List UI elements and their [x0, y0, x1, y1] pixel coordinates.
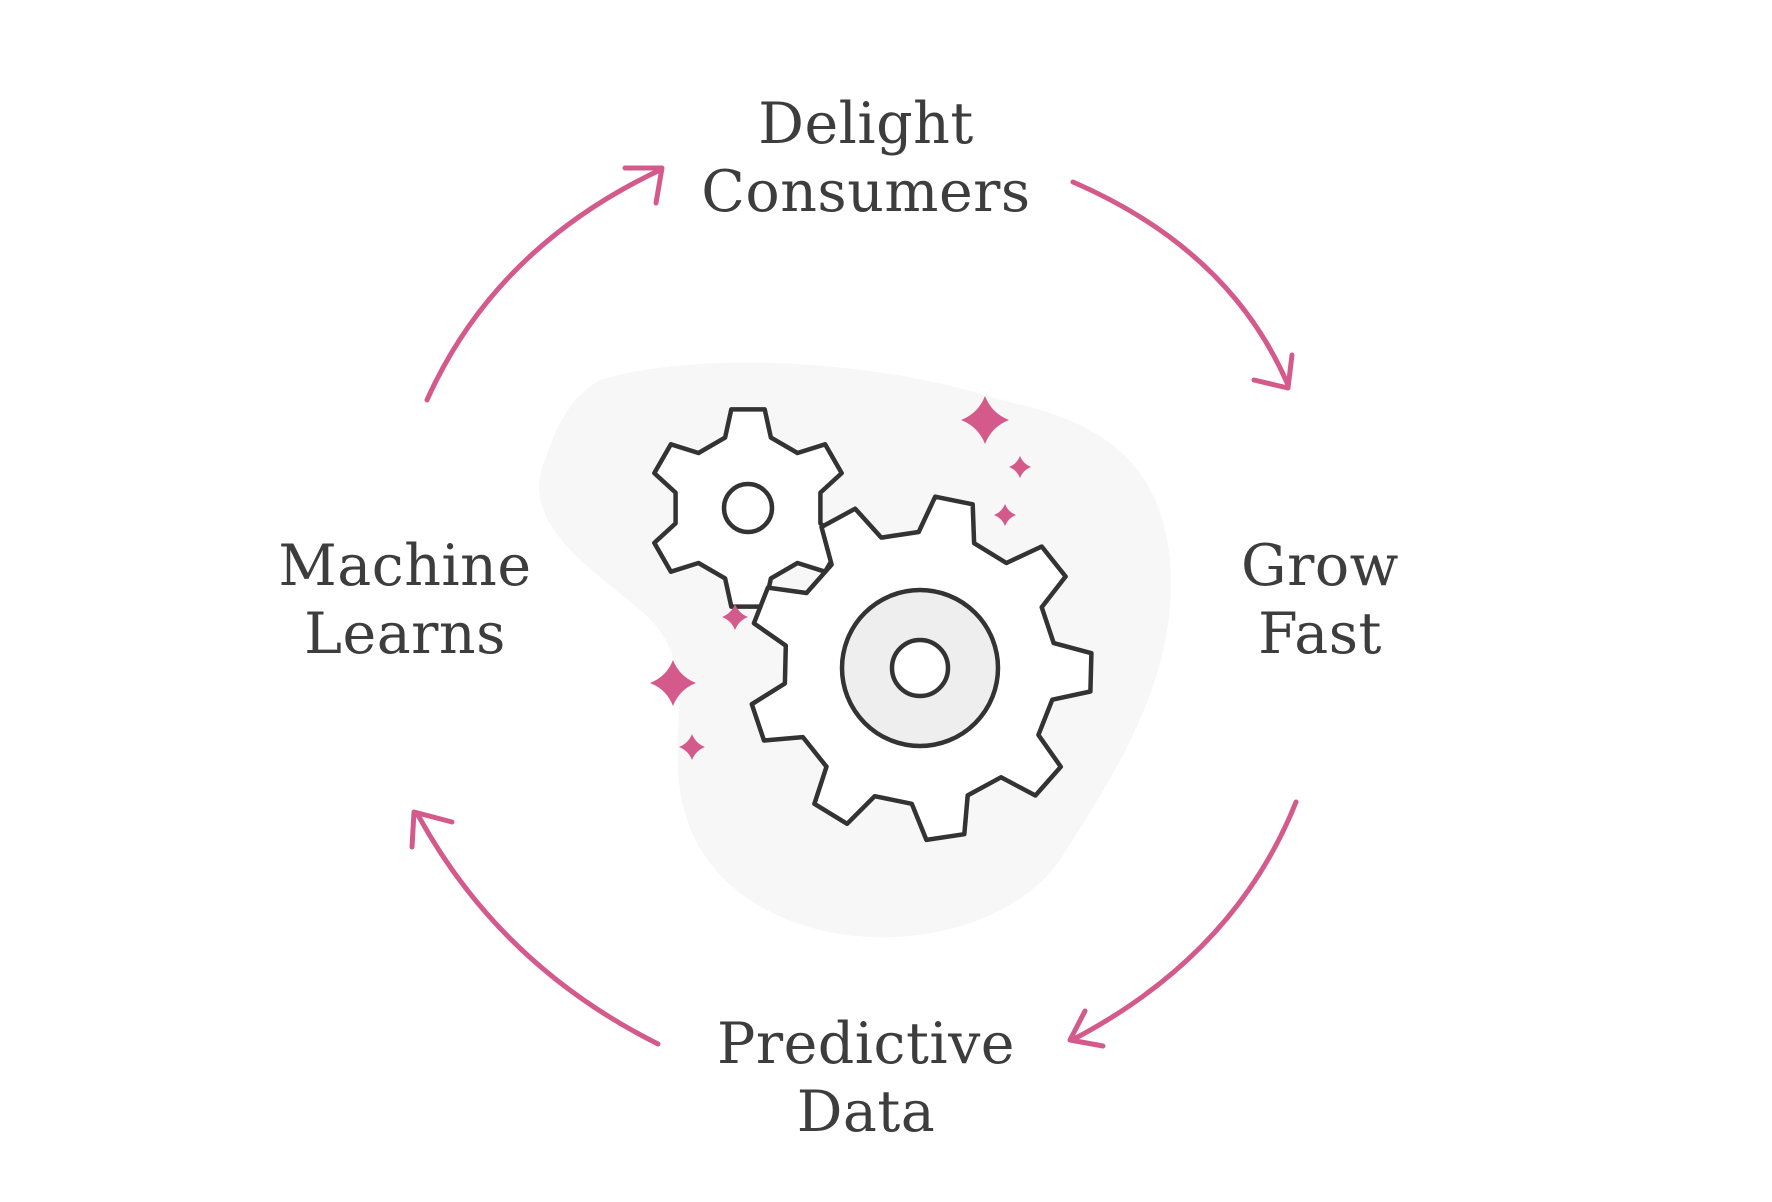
arrow-right-to-bottom [1067, 799, 1299, 1049]
node-label-line: Predictive [716, 1011, 1016, 1077]
node-grow-fast: Grow Fast [1110, 532, 1530, 668]
sparkle-icon [722, 604, 748, 630]
gears-icon [652, 407, 1094, 843]
node-machine-learns: Machine Learns [195, 532, 615, 668]
node-label-line: Delight [758, 91, 974, 157]
node-label-line: Learns [304, 601, 506, 667]
node-delight-consumers: Delight Consumers [656, 90, 1076, 226]
sparkle-icon [994, 504, 1016, 526]
arrow-bottom-to-left [409, 809, 661, 1047]
node-label-line: Data [796, 1079, 936, 1145]
sparkle-icon [679, 734, 705, 760]
node-label-line: Consumers [701, 159, 1031, 225]
sparkle-icon [1009, 456, 1031, 478]
node-label-line: Fast [1258, 601, 1382, 667]
arrow-top-to-right [1070, 179, 1295, 391]
large-gear-hole [889, 637, 951, 699]
sparkle-icon [650, 660, 696, 706]
small-gear-hole [721, 481, 775, 535]
node-label-line: Machine [278, 533, 532, 599]
node-predictive-data: Predictive Data [656, 1010, 1076, 1146]
node-label-line: Grow [1241, 533, 1399, 599]
sparkle-icon [961, 396, 1009, 444]
arrow-left-to-top [424, 165, 665, 403]
